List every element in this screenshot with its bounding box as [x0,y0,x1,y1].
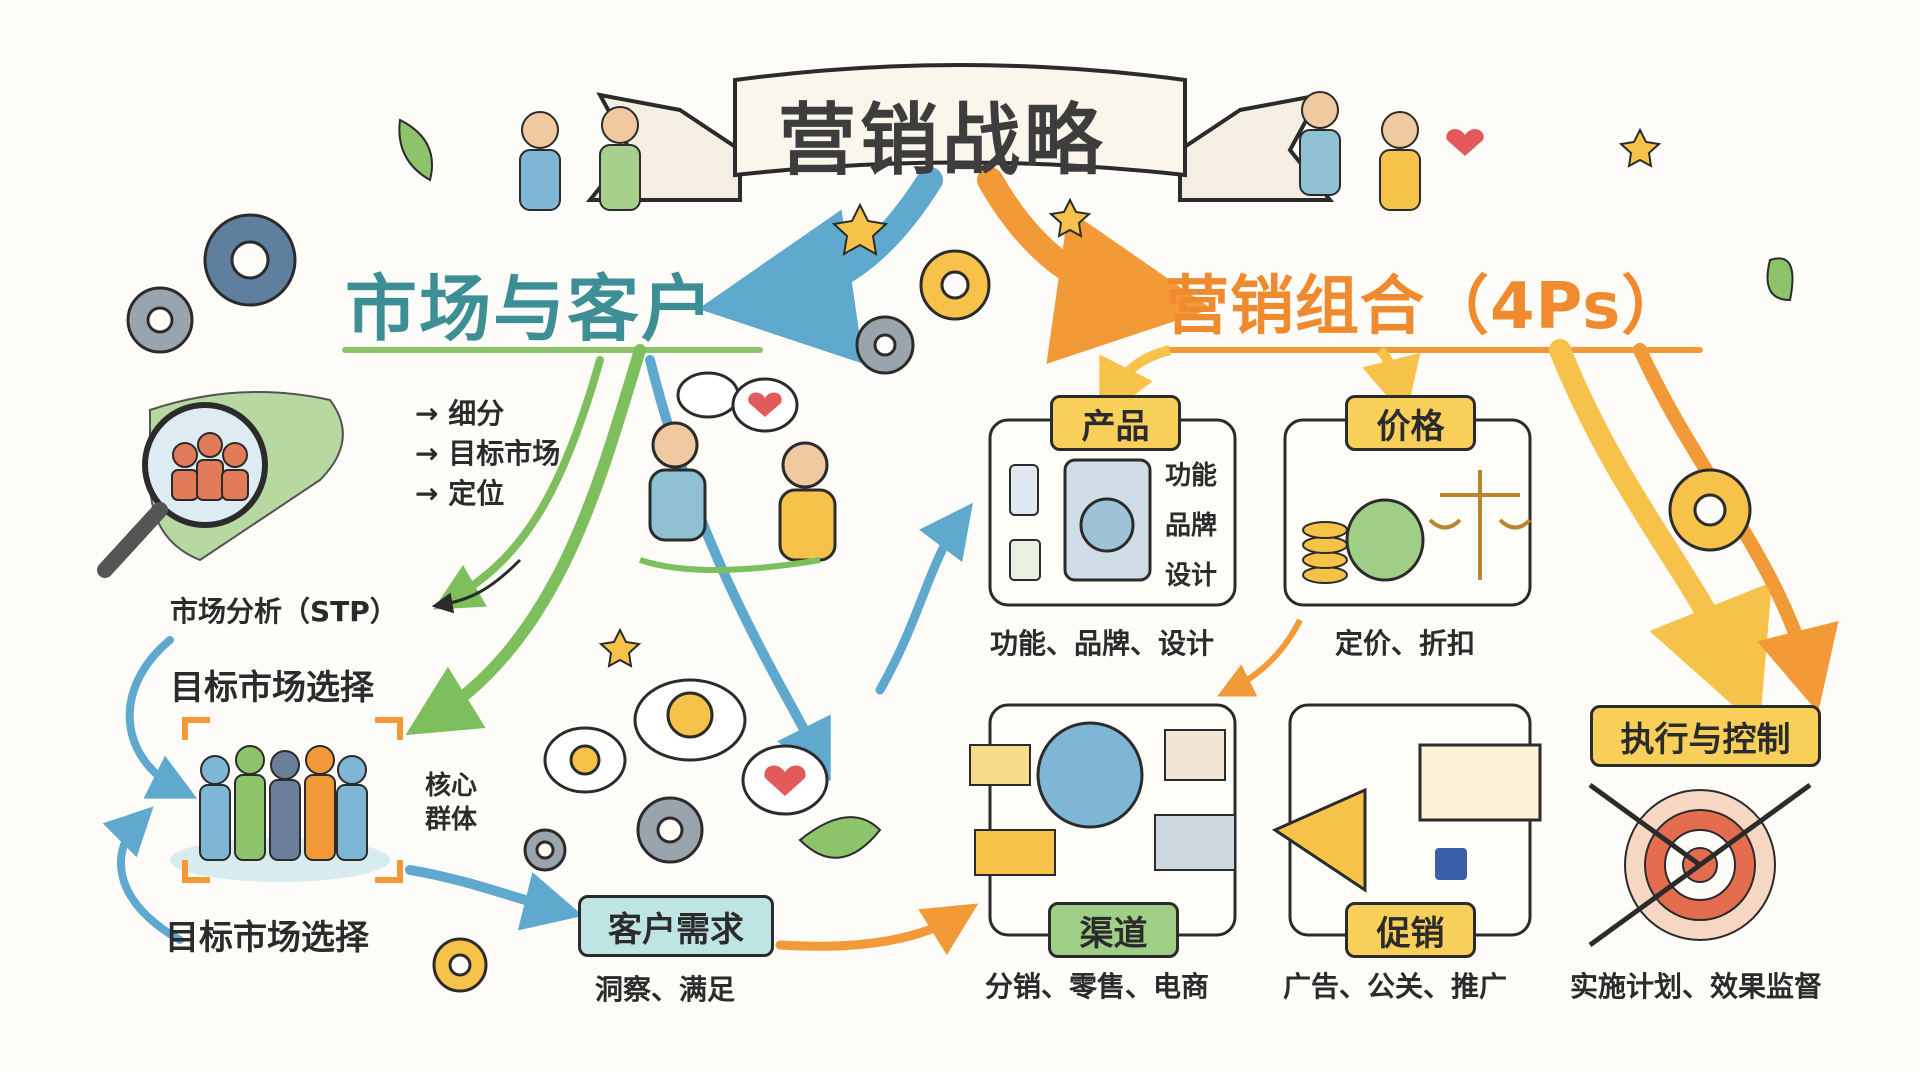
target-market-selection-top: 目标市场选择 [170,668,374,708]
customer-need-tag: 客户需求 [578,895,774,957]
gear-icon [126,286,194,354]
team-people-icon [519,106,641,211]
customer-need-note: 洞察、满足 [595,973,736,1006]
price-note: 定价、折扣 [1335,627,1476,660]
coins-icon [1302,521,1348,584]
people-group-icon [171,432,249,501]
washing-machine-icon [1063,458,1152,582]
flow-arrow-to-stp [433,356,604,610]
leaf-icon [398,118,1794,859]
megaphone-icon [1271,787,1367,893]
handshake-people-icon [1299,91,1421,211]
product-item-brand: 品牌 [1165,511,1218,541]
stp-label: 市场分析（STP） [170,595,398,628]
facebook-icon [1435,848,1467,880]
star-icon [598,127,1662,668]
execution-tag: 执行与控制 [1590,705,1821,767]
stp-bullet-target-market: → 目标市场 [415,437,561,470]
flow-arrow-to-stp-label [431,558,522,614]
flow-arrow-to-target [405,344,646,736]
flow-arrow-title-to-right [977,167,1212,364]
store-icon [1164,729,1226,781]
promotion-note: 广告、公关、推广 [1283,970,1508,1003]
arrow-icon [1588,782,1812,948]
target-market-selection-bottom: 目标市场选择 [165,918,369,958]
heart-icon [764,765,806,796]
core-group-label: 核心 群体 [425,771,478,835]
flow-arrow-to-product-tag [1099,345,1172,422]
flow-arrow-to-price-tag [1362,346,1421,419]
gear-icon [855,315,915,375]
page-title: 营销战略 [778,96,1107,186]
product-item-design: 设计 [1165,561,1218,591]
flow-arrow-title-to-left [698,167,943,364]
flow-arrow-customer-to-place [775,903,979,956]
laptop-icon [1154,814,1236,871]
frame-corner [182,717,403,883]
promotion-tag: 促销 [1345,902,1476,958]
flow-arrow-cycle-left-up [102,806,184,944]
gear-icon [636,796,704,864]
gear-icon [203,213,297,307]
place-tag: 渠道 [1048,902,1179,958]
conversation-people-icon [639,421,837,573]
gear-icon [523,828,567,872]
flow-arrow-to-customer-need [405,865,584,931]
gear-icon [1668,468,1752,552]
stp-bullet-positioning: → 定位 [415,477,505,510]
price-tag: 价格 [1345,395,1476,451]
stp-bullet-segmentation: → 细分 [415,397,505,430]
product-note: 功能、品牌、设计 [990,627,1215,660]
heart-icon [748,392,782,417]
scale-icon [1428,470,1532,580]
phone-icon [1009,464,1039,516]
envelope-icon [969,744,1031,786]
flow-arrow-cycle-left [125,636,198,799]
globe-icon [1036,721,1144,829]
heart-icon [1446,129,1484,156]
execution-note: 实施计划、效果监督 [1570,970,1823,1003]
left-heading: 市场与客户 [345,267,716,351]
core-group-people [170,745,390,882]
product-tag: 产品 [1050,395,1181,451]
billboard-icon [1418,743,1542,822]
flow-arrow-to-product [875,502,973,695]
right-heading: 营销组合（4Ps） [1165,270,1687,344]
place-note: 分销、零售、电商 [985,970,1210,1003]
flow-arrow-price-to-place [1217,618,1303,697]
flow-arrow-to-execution [1549,339,1772,730]
gear-icon [919,249,991,321]
truck-icon [974,829,1056,876]
money-bag-icon [1345,498,1425,582]
gear-icon [432,937,488,993]
cup-icon [1009,539,1041,581]
product-item-function: 功能 [1165,461,1218,491]
lightbulb-icon [543,678,829,816]
